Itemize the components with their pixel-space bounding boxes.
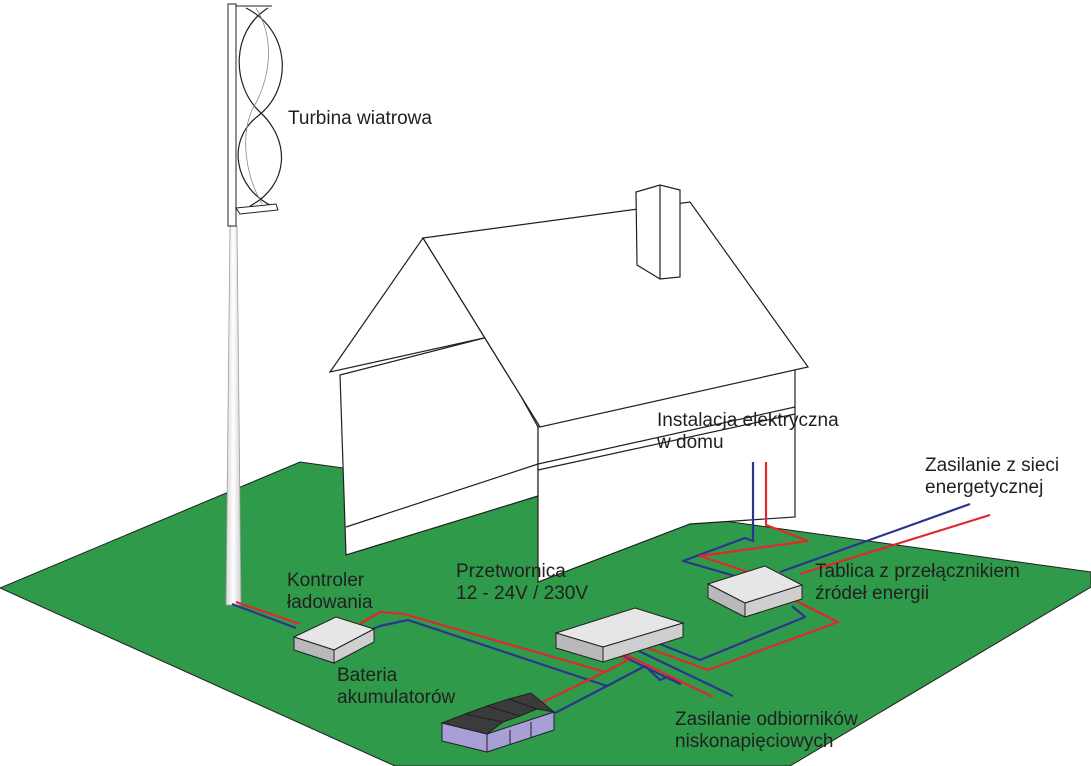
wiring bbox=[231, 462, 991, 714]
label-house-wiring-line-1: Instalacja elektryczna bbox=[657, 410, 839, 431]
label-inverter-line-1: Przetwornica bbox=[456, 561, 566, 582]
label-charge-controller: Kontroler ładowania bbox=[287, 570, 373, 614]
wire-inverter-panel-pos bbox=[639, 597, 840, 672]
wire-panel-house-neg bbox=[681, 462, 755, 580]
label-grid-supply: Zasilanie z sieci energetycznej bbox=[925, 455, 1059, 499]
wire-low-voltage-pos bbox=[611, 647, 714, 698]
house bbox=[328, 184, 810, 583]
wire-battery-inverter-neg bbox=[606, 650, 682, 687]
wire-grid-neg bbox=[779, 502, 971, 574]
turbine-base-bracket bbox=[235, 203, 279, 215]
turbine-blade-1 bbox=[237, 7, 283, 207]
label-switch-panel-line-1: Tablica z przełącznikiem bbox=[815, 561, 1020, 582]
wire-turbine-controller-neg bbox=[231, 602, 297, 630]
label-low-voltage-supply-line-2: niskonapięciowych bbox=[675, 731, 834, 752]
turbine-tower bbox=[225, 225, 242, 606]
turbine-blade-3 bbox=[245, 7, 269, 205]
battery-bank-side bbox=[486, 711, 555, 753]
house-chimney bbox=[635, 184, 681, 280]
label-grid-supply-line-2: energetycznej bbox=[925, 477, 1044, 498]
inverter-side bbox=[602, 622, 684, 663]
wire-turbine-controller-pos bbox=[235, 600, 301, 626]
label-inverter-line-2: 12 - 24V / 230V bbox=[456, 583, 589, 604]
house-side-plinth-line bbox=[537, 406, 796, 465]
ground-plane bbox=[0, 461, 1091, 766]
wind-turbine bbox=[225, 3, 283, 606]
house-side-plinth-line-2 bbox=[537, 413, 796, 471]
label-battery-bank-line-1: Bateria bbox=[337, 665, 398, 686]
turbine-mast bbox=[227, 3, 237, 227]
house-roof bbox=[422, 201, 810, 428]
label-wind-turbine: Turbina wiatrowa bbox=[288, 108, 432, 129]
house-front-plinth-line bbox=[345, 463, 539, 528]
label-battery-bank-line-2: akumulatorów bbox=[337, 687, 456, 708]
label-inverter: Przetwornica 12 - 24V / 230V bbox=[456, 561, 588, 605]
label-charge-controller-line-1: Kontroler bbox=[287, 570, 365, 591]
wire-panel-house-pos bbox=[698, 462, 810, 578]
turbine-blade-2 bbox=[238, 7, 282, 207]
charge-controller-box bbox=[292, 616, 376, 664]
label-low-voltage-supply-line-1: Zasilanie odbiorników bbox=[675, 709, 858, 730]
switch-panel-box bbox=[706, 565, 804, 618]
label-grid-supply-line-1: Zasilanie z sieci bbox=[925, 455, 1060, 476]
wire-grid-pos bbox=[799, 513, 991, 576]
battery-bank bbox=[440, 692, 556, 753]
label-house-wiring: Instalacja elektryczna w domu bbox=[657, 410, 839, 454]
label-switch-panel-line-2: źródeł energii bbox=[815, 583, 930, 604]
battery-cell-4 bbox=[507, 692, 556, 713]
wire-inverter-panel-neg bbox=[649, 605, 807, 662]
panel-side bbox=[744, 584, 803, 618]
label-charge-controller-line-2: ładowania bbox=[287, 592, 373, 613]
controller-side bbox=[333, 628, 375, 664]
wire-controller-battery-pos bbox=[359, 610, 607, 704]
label-battery-bank: Bateria akumulatorów bbox=[337, 665, 455, 709]
label-switch-panel: Tablica z przełącznikiem źródeł energii bbox=[815, 561, 1020, 605]
inverter-box bbox=[554, 607, 685, 663]
label-house-wiring-line-2: w domu bbox=[657, 432, 724, 453]
label-low-voltage-supply: Zasilanie odbiorników niskonapięciowych bbox=[675, 709, 858, 753]
